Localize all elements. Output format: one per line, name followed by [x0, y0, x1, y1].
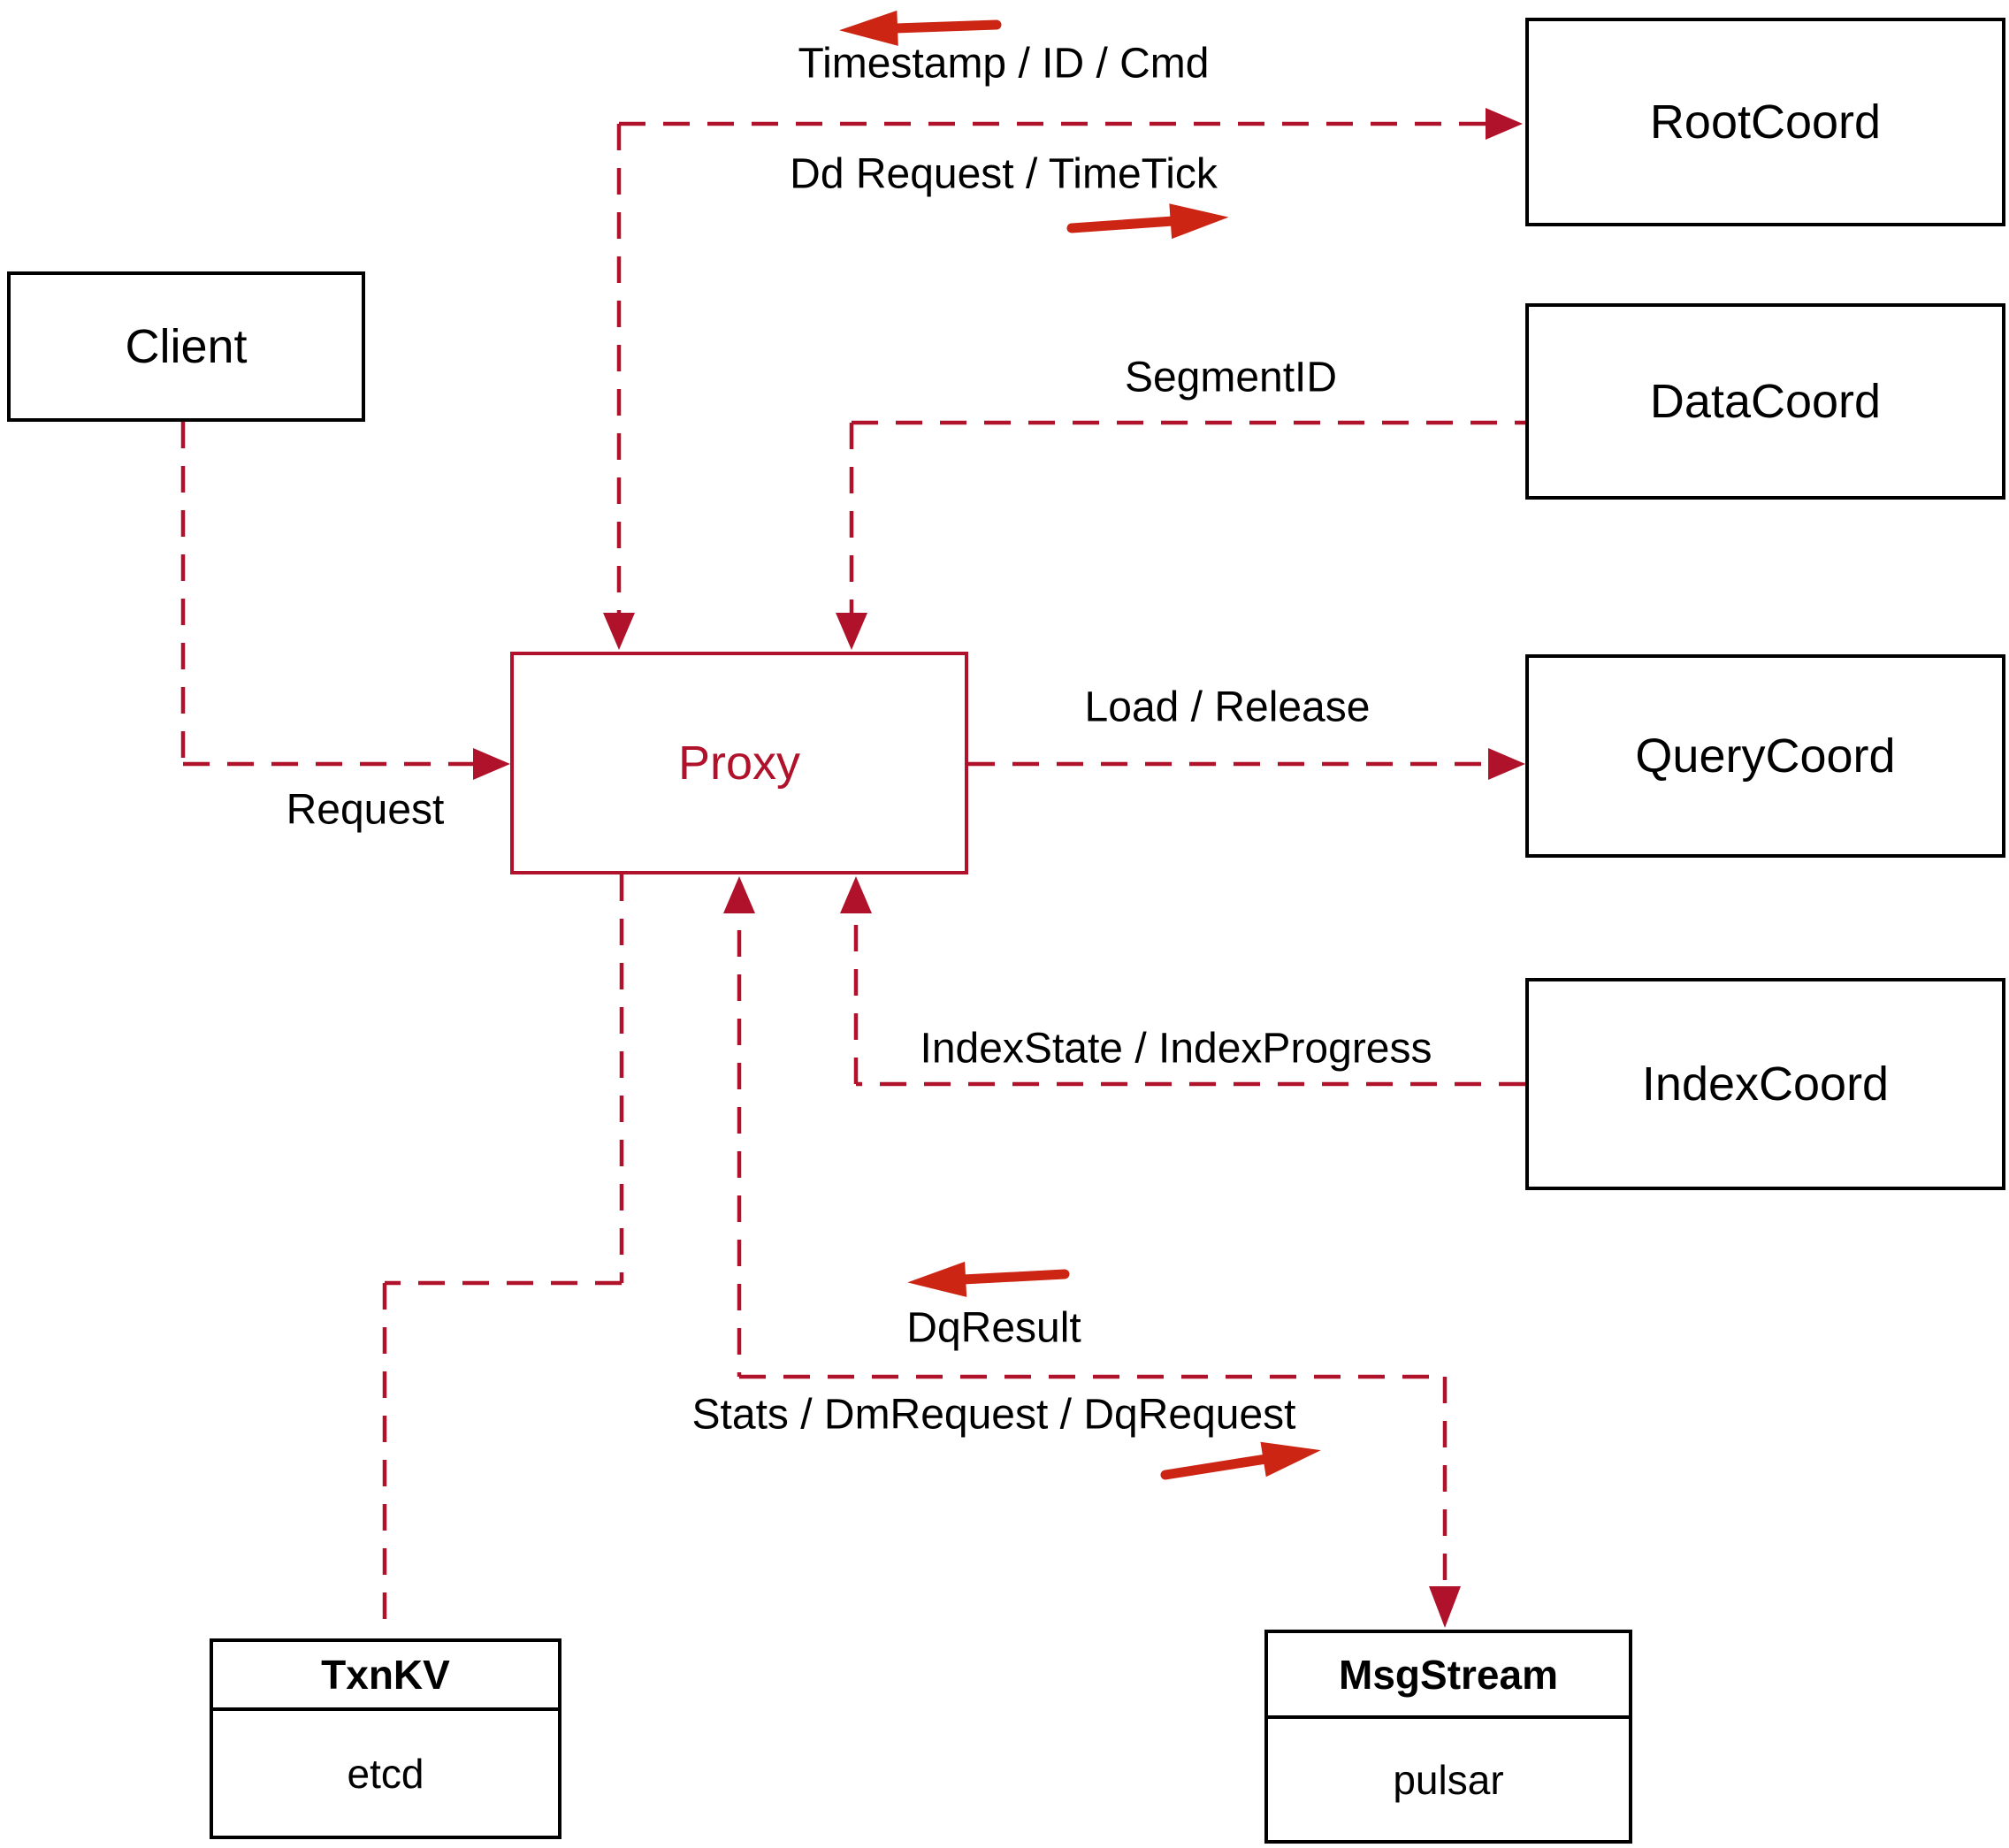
node-querycoord-label: QueryCoord — [1635, 729, 1896, 783]
node-proxy-label: Proxy — [677, 737, 801, 790]
edge-label-load-release: Load / Release — [1084, 683, 1371, 731]
arrowhead-into-proxy-top-right — [836, 613, 867, 650]
node-rootcoord: RootCoord — [1525, 18, 2005, 226]
arrowhead-into-proxy-left — [473, 748, 510, 780]
edge-label-segment-id: SegmentID — [1124, 354, 1338, 401]
edge-label-stats-dm-dq: Stats / DmRequest / DqRequest — [691, 1391, 1296, 1439]
node-txnkv: TxnKV etcd — [210, 1638, 561, 1839]
node-msgstream-subtitle: pulsar — [1393, 1756, 1504, 1803]
edge-proxy-msgstream — [737, 886, 1448, 1585]
arrowhead-into-proxy-bottom-right — [840, 876, 872, 913]
arrowhead-into-proxy-top-left — [603, 613, 635, 650]
edge-label-timestamp-id-cmd: Timestamp / ID / Cmd — [798, 40, 1210, 88]
node-proxy: Proxy — [510, 652, 968, 874]
edge-client-proxy — [180, 422, 500, 767]
direction-arrow-stats-right — [1160, 1441, 1321, 1480]
node-indexcoord: IndexCoord — [1525, 978, 2005, 1190]
direction-arrow-dqresult-left — [907, 1261, 1070, 1297]
node-msgstream-title: MsgStream — [1268, 1633, 1629, 1719]
node-querycoord: QueryCoord — [1525, 654, 2005, 858]
edge-label-dq-result: DqResult — [906, 1304, 1081, 1352]
arrowhead-into-querycoord — [1488, 748, 1525, 780]
node-txnkv-title: TxnKV — [213, 1642, 558, 1711]
node-datacoord-label: DataCoord — [1649, 375, 1882, 428]
edge-label-dd-request-timetick: Dd Request / TimeTick — [790, 150, 1218, 198]
node-msgstream: MsgStream pulsar — [1264, 1630, 1632, 1844]
direction-arrow-timestamp-left — [839, 10, 1002, 46]
arrowhead-into-msgstream — [1429, 1586, 1461, 1628]
arrowhead-into-rootcoord — [1486, 108, 1523, 140]
node-client: Client — [7, 271, 365, 422]
edge-proxy-datacoord — [849, 420, 1525, 644]
edge-label-index-state-progress: IndexState / IndexProgress — [920, 1025, 1432, 1073]
node-client-label: Client — [125, 320, 248, 373]
node-datacoord: DataCoord — [1525, 303, 2005, 500]
node-indexcoord-label: IndexCoord — [1641, 1058, 1890, 1111]
edge-indexcoord-proxy — [853, 886, 1525, 1087]
edge-label-request: Request — [286, 786, 445, 834]
edge-proxy-txnkv — [382, 874, 624, 1637]
edge-proxy-rootcoord — [616, 121, 1516, 644]
node-rootcoord-label: RootCoord — [1649, 95, 1882, 149]
direction-arrow-ddrequest-right — [1066, 203, 1229, 240]
arrowhead-into-proxy-bottom-left — [723, 876, 755, 913]
node-txnkv-subtitle: etcd — [347, 1750, 424, 1797]
